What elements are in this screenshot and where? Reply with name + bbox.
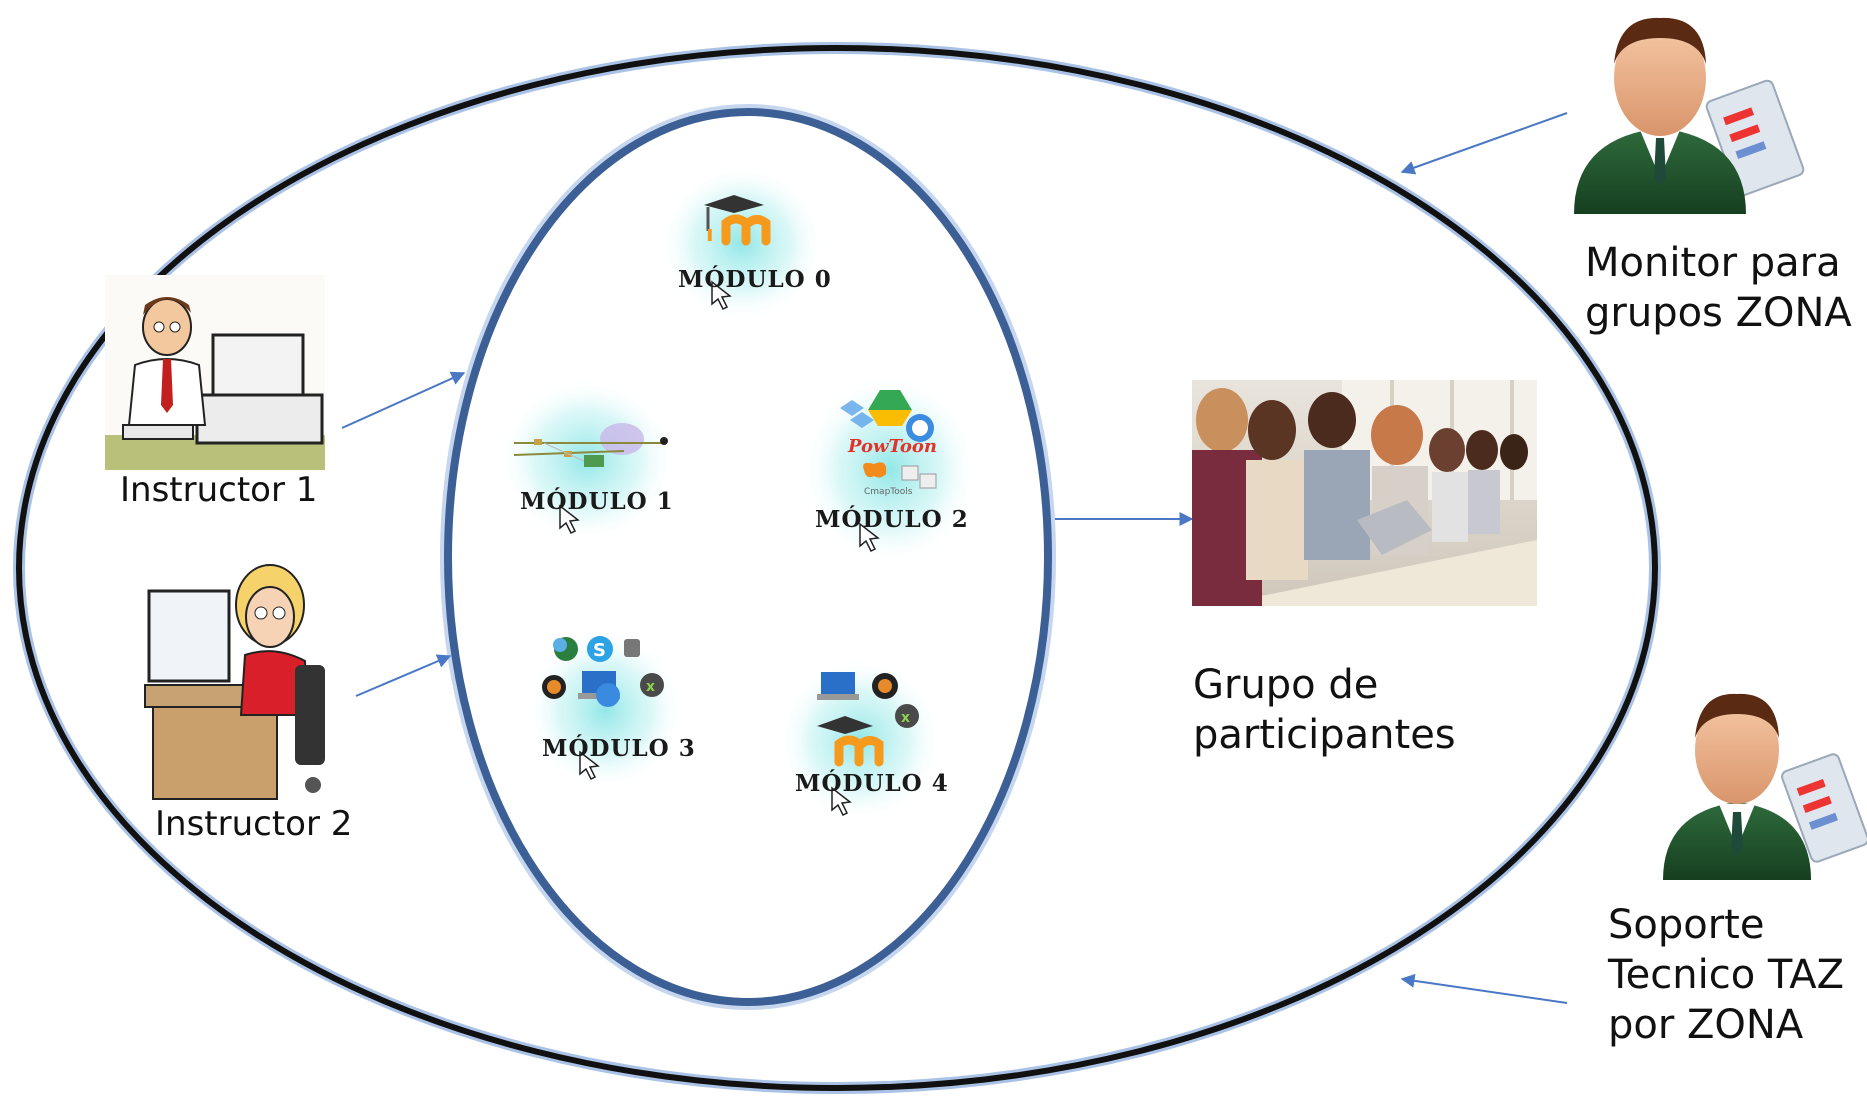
monitor-label: Monitor para grupos ZONA bbox=[1585, 238, 1852, 338]
monitor-label-line1: Monitor para bbox=[1585, 240, 1841, 286]
module-3-glow bbox=[527, 630, 683, 790]
instructor-2-illustration bbox=[144, 564, 325, 800]
arrow-monitor bbox=[1400, 112, 1568, 175]
svg-text:ı: ı bbox=[706, 222, 714, 247]
module-4-label[interactable]: MÓDULO 4 bbox=[795, 770, 949, 797]
cursor-icon bbox=[559, 280, 880, 817]
module-3-label[interactable]: MÓDULO 3 bbox=[542, 735, 696, 762]
svg-text:PowToon: PowToon bbox=[847, 436, 937, 457]
svg-text:S: S bbox=[593, 640, 606, 661]
support-label-line1: Soporte bbox=[1608, 902, 1765, 948]
support-label: Soporte Tecnico TAZ por ZONA bbox=[1608, 900, 1844, 1050]
arrow-support bbox=[1400, 973, 1568, 1004]
module-2-label[interactable]: MÓDULO 2 bbox=[815, 506, 969, 533]
arrow-instructor2 bbox=[355, 654, 452, 697]
module-2-glow bbox=[802, 375, 978, 565]
outer-ellipse-border bbox=[16, 45, 1658, 1091]
module-0-label[interactable]: MÓDULO 0 bbox=[678, 266, 832, 293]
participants-label: Grupo de participantes bbox=[1193, 660, 1456, 760]
monitor-person-illustration bbox=[1574, 17, 1805, 214]
svg-text:CmapTools: CmapTools bbox=[864, 487, 913, 497]
web-tools-icon: PowToon CmapTools bbox=[840, 390, 937, 497]
moodle-apps-icon: x bbox=[817, 672, 919, 767]
support-person-illustration bbox=[1663, 693, 1867, 880]
communication-apps-icon: S x bbox=[542, 636, 664, 707]
monitor-label-line2: grupos ZONA bbox=[1585, 290, 1852, 336]
svg-text:x: x bbox=[901, 710, 910, 726]
moodle-icon: ı bbox=[704, 195, 771, 247]
network-diagram-icon bbox=[513, 423, 668, 467]
participants-photo bbox=[1192, 380, 1537, 606]
support-label-line3: por ZONA bbox=[1608, 1002, 1804, 1048]
participants-label-line2: participantes bbox=[1193, 712, 1456, 758]
svg-text:x: x bbox=[646, 679, 655, 695]
module-1-label[interactable]: MÓDULO 1 bbox=[520, 488, 674, 515]
support-label-line2: Tecnico TAZ bbox=[1608, 952, 1844, 998]
instructor-1-label: Instructor 1 bbox=[120, 470, 318, 510]
arrow-instructor1 bbox=[341, 371, 466, 429]
participants-label-line1: Grupo de bbox=[1193, 662, 1379, 708]
instructor-2-label: Instructor 2 bbox=[155, 804, 353, 844]
instructor-1-illustration bbox=[105, 275, 325, 470]
